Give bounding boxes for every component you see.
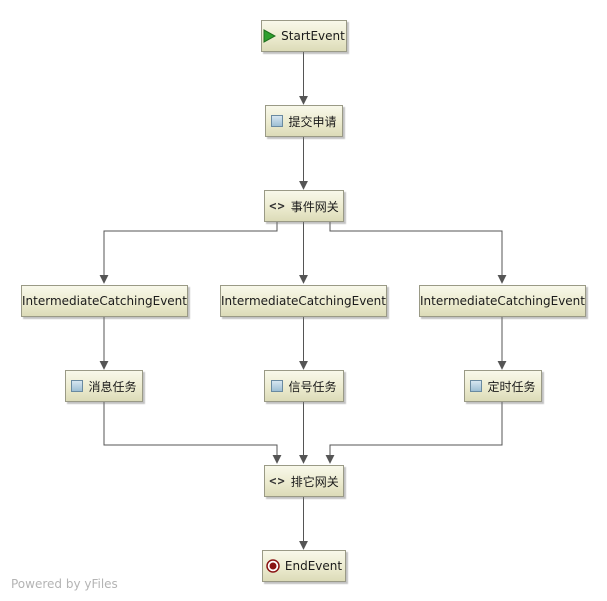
catch-event-middle-node[interactable]: IntermediateCatchingEvent bbox=[220, 285, 387, 317]
catch-event-left-label: IntermediateCatchingEvent bbox=[22, 294, 187, 308]
event-gateway-label: 事件网关 bbox=[290, 199, 339, 214]
exclusive-gateway-label: 排它网关 bbox=[290, 474, 339, 489]
end-event-icon bbox=[266, 559, 280, 573]
edge-message-to-exclusive bbox=[103, 402, 282, 464]
exclusive-gateway-node[interactable]: <> 排它网关 bbox=[264, 465, 344, 497]
task-icon bbox=[271, 115, 284, 127]
yfiles-watermark: Powered by yFiles bbox=[11, 577, 118, 591]
end-event-node[interactable]: EndEvent bbox=[262, 550, 346, 582]
catch-event-right-node[interactable]: IntermediateCatchingEvent bbox=[419, 285, 586, 317]
catch-event-middle-label: IntermediateCatchingEvent bbox=[221, 294, 386, 308]
edge-gateway-to-catch-left bbox=[99, 222, 278, 284]
start-event-label: StartEvent bbox=[281, 29, 345, 43]
task-icon bbox=[271, 380, 284, 392]
task-icon bbox=[71, 380, 84, 392]
edge-timer-to-exclusive bbox=[325, 402, 503, 464]
event-gateway-node[interactable]: <> 事件网关 bbox=[264, 190, 344, 222]
end-event-label: EndEvent bbox=[284, 559, 343, 573]
edge-gateway-to-catch-right bbox=[329, 222, 507, 284]
submit-request-label: 提交申请 bbox=[288, 114, 337, 129]
timer-task-label: 定时任务 bbox=[487, 379, 536, 394]
gateway-icon: <> bbox=[269, 474, 286, 488]
signal-task-node[interactable]: 信号任务 bbox=[264, 370, 344, 402]
message-task-node[interactable]: 消息任务 bbox=[65, 370, 143, 402]
task-icon bbox=[470, 380, 483, 392]
catch-event-right-label: IntermediateCatchingEvent bbox=[420, 294, 585, 308]
catch-event-left-node[interactable]: IntermediateCatchingEvent bbox=[21, 285, 188, 317]
timer-task-node[interactable]: 定时任务 bbox=[464, 370, 542, 402]
submit-request-task[interactable]: 提交申请 bbox=[265, 105, 343, 137]
start-event-node[interactable]: StartEvent bbox=[261, 20, 347, 52]
gateway-icon: <> bbox=[269, 199, 286, 213]
play-icon bbox=[263, 29, 277, 43]
message-task-label: 消息任务 bbox=[88, 379, 137, 394]
signal-task-label: 信号任务 bbox=[288, 379, 337, 394]
